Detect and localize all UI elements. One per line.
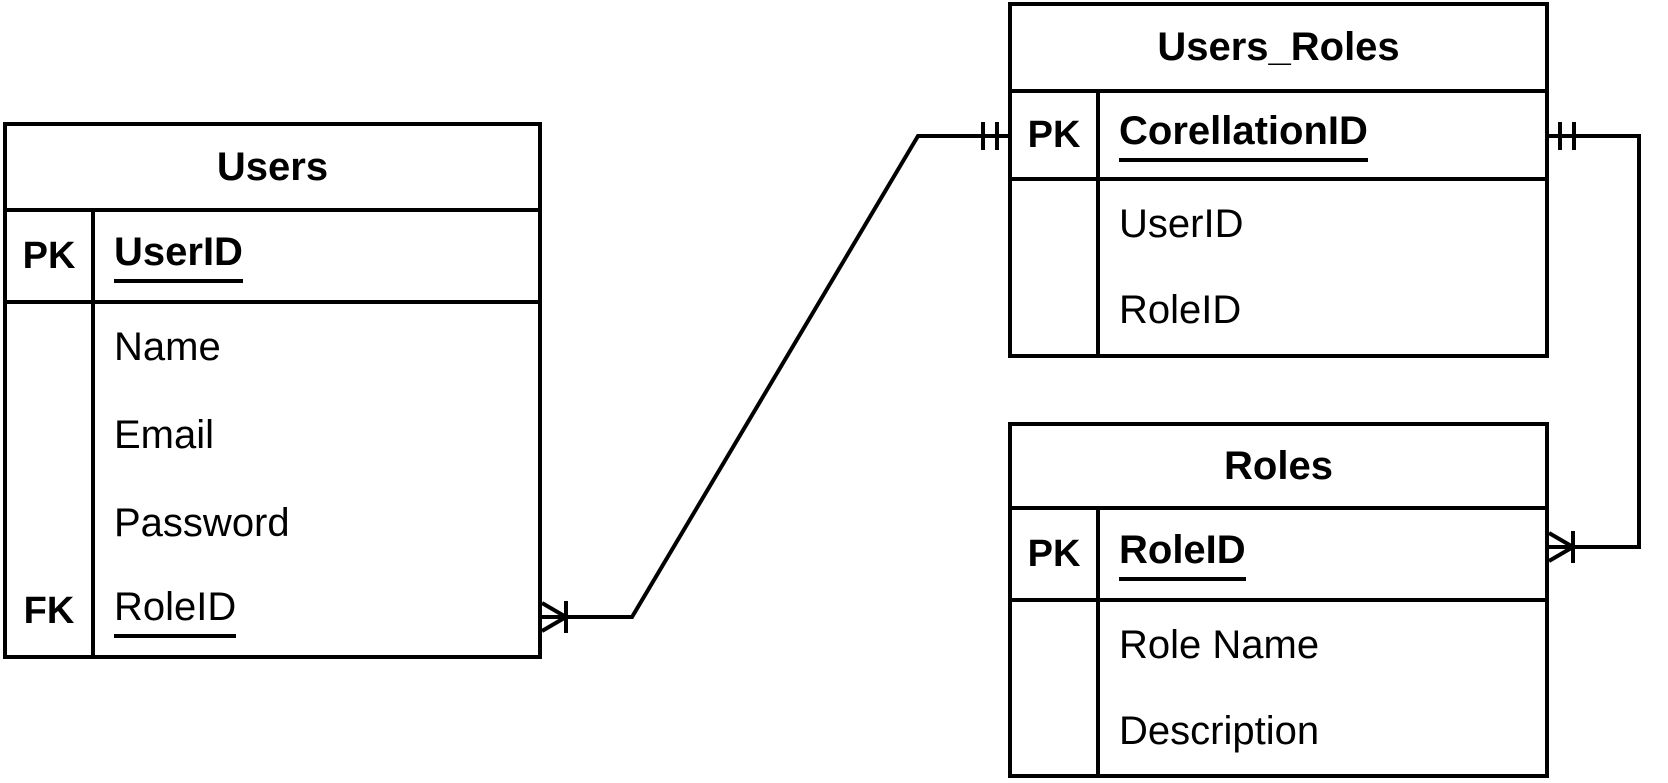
table-users-roles-field-roleid: RoleID xyxy=(1119,288,1242,333)
one-and-only-one-ticks-icon xyxy=(1558,122,1576,150)
empty-key-slot xyxy=(7,392,91,480)
table-users[interactable]: Users PK UserID FK Name Email Password R… xyxy=(3,122,542,659)
crow-foot-many-icon xyxy=(540,601,568,633)
empty-key-slot xyxy=(7,480,91,568)
table-roles-field-roleid: RoleID xyxy=(1100,510,1545,598)
relationship-users-to-users-roles[interactable] xyxy=(540,122,1008,633)
table-users-roles-field-column: UserID RoleID xyxy=(1100,181,1545,354)
table-users-field-email: Email xyxy=(114,413,215,458)
table-users-title: Users xyxy=(7,126,538,212)
empty-key-slot xyxy=(7,304,91,392)
table-users-pk-label: PK xyxy=(7,212,95,300)
table-users-roles-field-userid: UserID xyxy=(1119,201,1244,246)
relationship-line xyxy=(542,134,1008,619)
primary-key-field-text: UserID xyxy=(114,230,243,283)
table-users-body: FK Name Email Password RoleID xyxy=(7,304,538,655)
table-users-roles-pk-label: PK xyxy=(1012,93,1100,177)
table-roles-body: Role Name Description xyxy=(1012,602,1545,774)
relationship-line xyxy=(1549,134,1641,549)
table-roles-field-description: Description xyxy=(1119,708,1320,753)
primary-key-field-text: CorellationID xyxy=(1119,109,1368,162)
table-roles-field-rolename: Role Name xyxy=(1119,622,1320,667)
table-roles-pk-row: PK RoleID xyxy=(1012,510,1545,602)
empty-key-slot xyxy=(1012,268,1096,355)
empty-key-slot xyxy=(1012,602,1096,688)
table-roles-title: Roles xyxy=(1012,426,1545,510)
table-users-key-column: FK xyxy=(7,304,95,655)
table-users-roles-field-corellationid: CorellationID xyxy=(1100,93,1545,177)
table-users-field-column: Name Email Password RoleID xyxy=(95,304,538,655)
crow-foot-many-icon xyxy=(1547,531,1575,563)
relationship-roles-to-users-roles[interactable] xyxy=(1547,122,1641,563)
table-roles-key-column xyxy=(1012,602,1100,774)
foreign-key-field-text: RoleID xyxy=(114,585,237,638)
empty-key-slot xyxy=(1012,688,1096,774)
table-users-field-password: Password xyxy=(114,500,290,545)
table-users-pk-row: PK UserID xyxy=(7,212,538,304)
table-users-roles-key-column xyxy=(1012,181,1100,354)
table-users-field-userid: UserID xyxy=(95,212,538,300)
table-users-roles[interactable]: Users_Roles PK CorellationID UserID Role… xyxy=(1008,2,1549,358)
table-users-roles-body: UserID RoleID xyxy=(1012,181,1545,354)
table-users-roles-title: Users_Roles xyxy=(1012,6,1545,93)
empty-key-slot xyxy=(1012,181,1096,268)
table-roles-field-column: Role Name Description xyxy=(1100,602,1545,774)
table-roles-pk-label: PK xyxy=(1012,510,1100,598)
table-users-field-roleid: RoleID xyxy=(95,567,538,655)
table-users-field-name: Name xyxy=(114,325,221,370)
table-users-fk-label: FK xyxy=(23,589,75,632)
one-and-only-one-ticks-icon xyxy=(981,122,999,150)
primary-key-field-text: RoleID xyxy=(1119,528,1246,581)
table-roles[interactable]: Roles PK RoleID Role Name Description xyxy=(1008,422,1549,778)
table-users-roles-pk-row: PK CorellationID xyxy=(1012,93,1545,181)
